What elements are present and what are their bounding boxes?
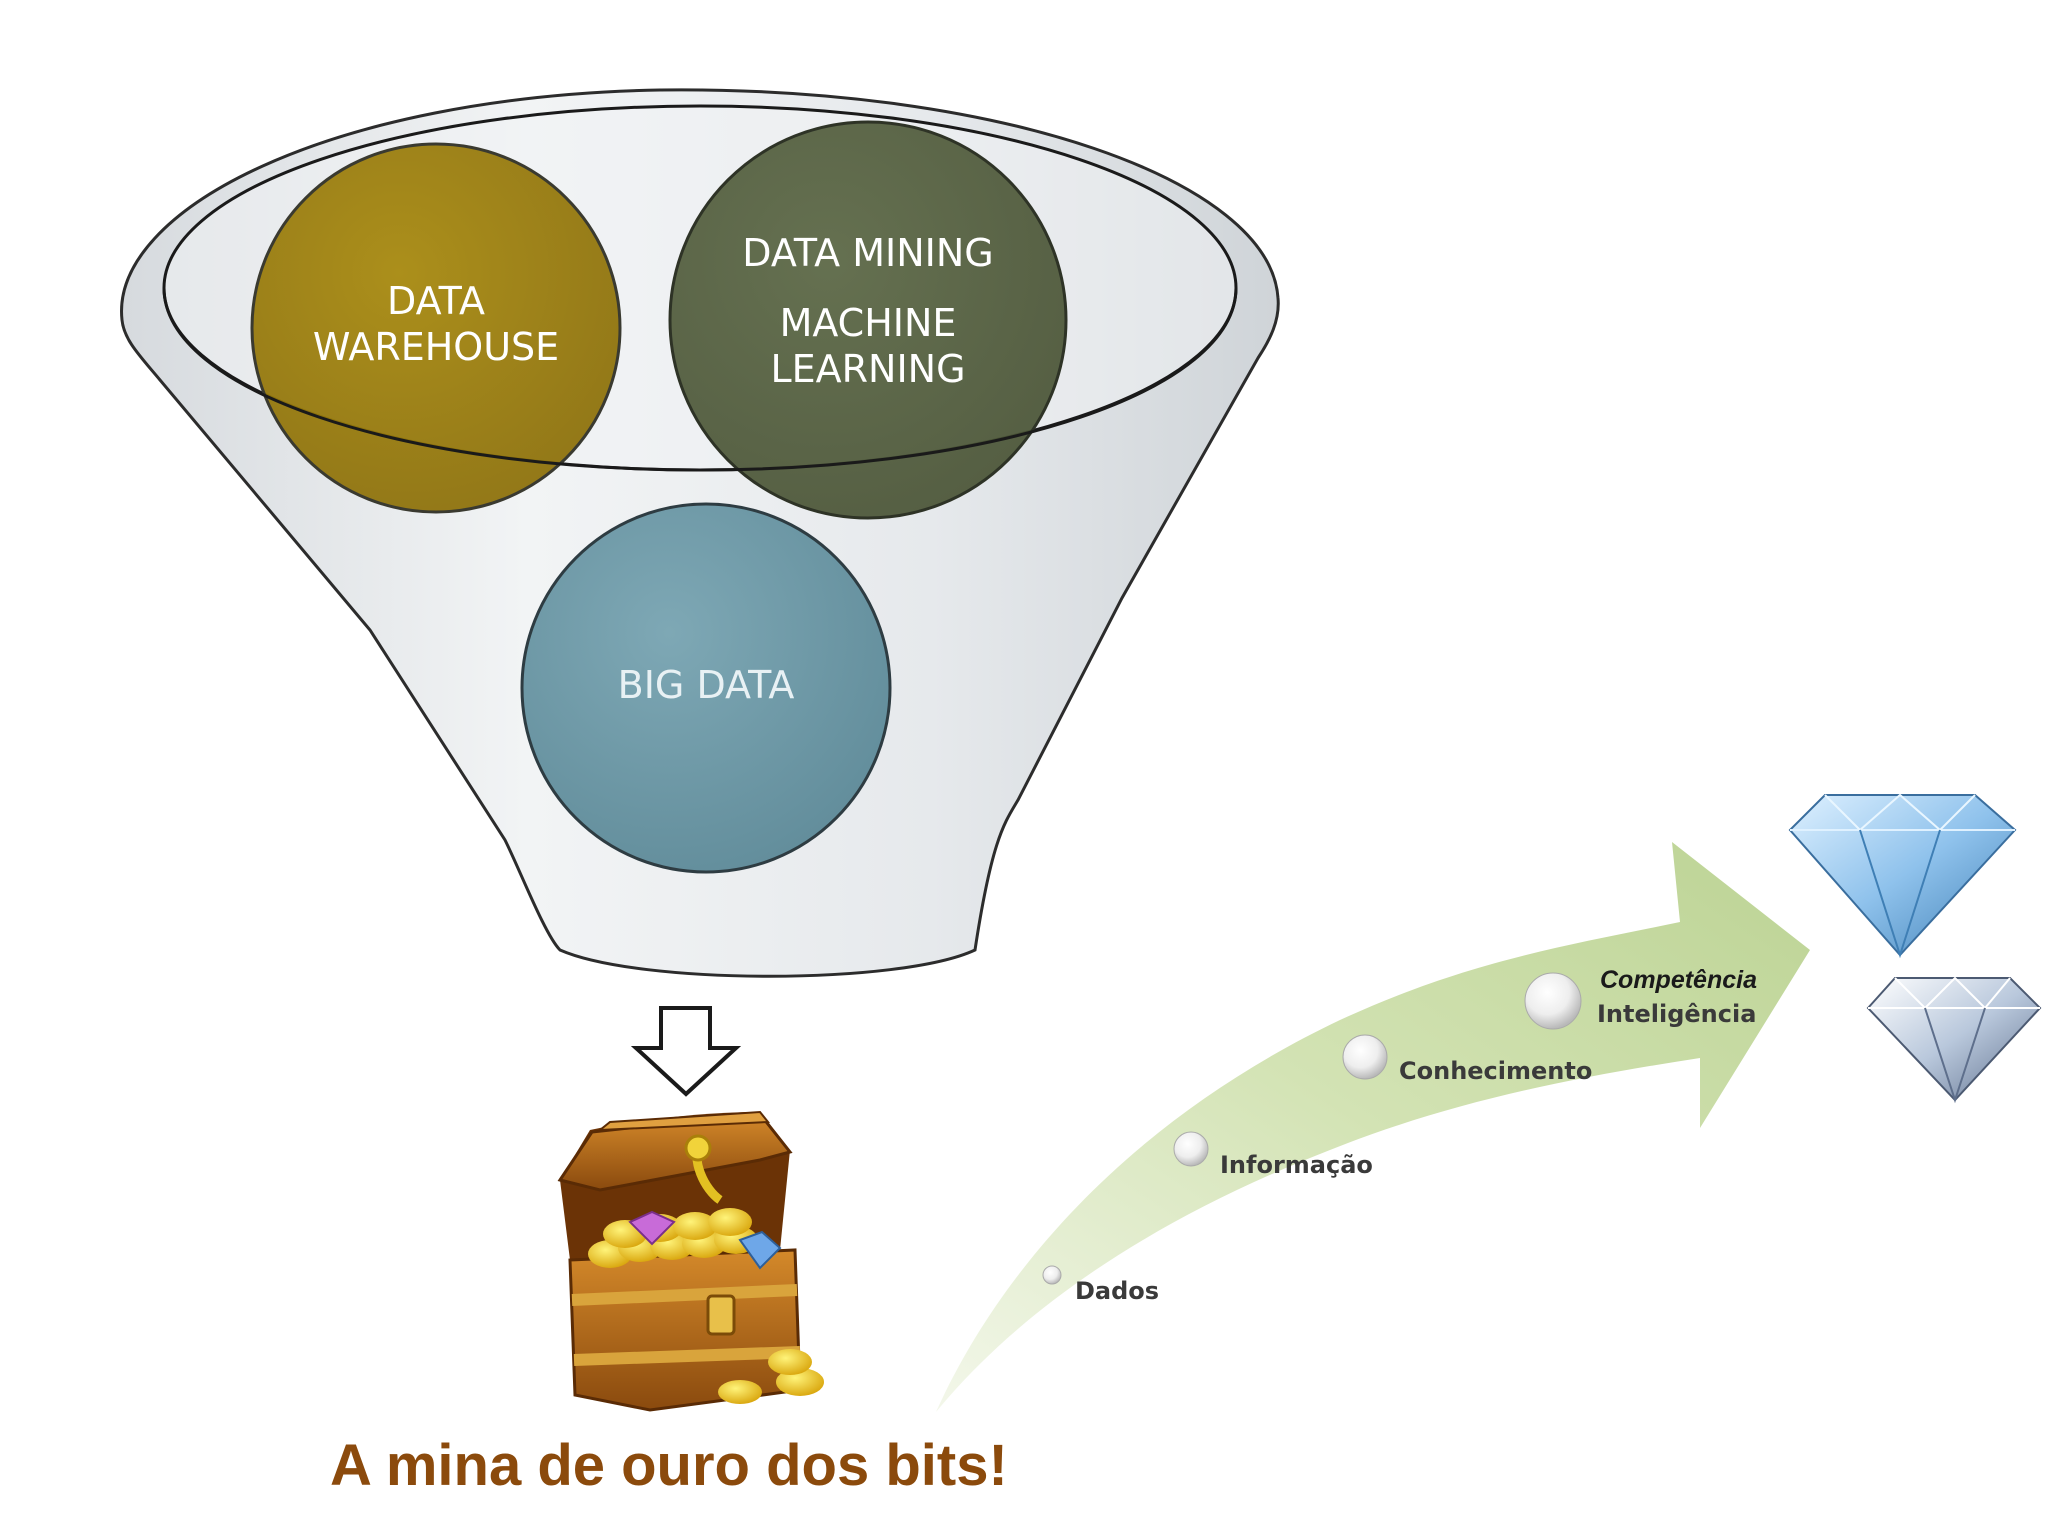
- progression-arrow: [936, 842, 1810, 1412]
- diamond-icon-small: [1866, 976, 2042, 1104]
- data-mining-circle: [668, 120, 1068, 520]
- machine-learning-line-1: MACHINE: [779, 301, 957, 345]
- step-label-informacao: Informação: [1220, 1151, 1373, 1179]
- step-label-conhecimento: Conhecimento: [1399, 1057, 1593, 1085]
- treasure-chest-icon: [557, 1110, 824, 1412]
- big-data-line: BIG DATA: [617, 663, 795, 707]
- step-marker-conhecimento: [1342, 1034, 1388, 1080]
- step-marker-inteligencia: [1524, 972, 1582, 1030]
- machine-learning-line-2: LEARNING: [770, 347, 966, 392]
- step-label-inteligencia: Inteligência: [1597, 1000, 1757, 1028]
- data-warehouse-line-1: DATA: [387, 279, 485, 323]
- step-marker-informacao: [1173, 1131, 1209, 1167]
- data-warehouse-line-2: WAREHOUSE: [312, 325, 560, 370]
- big-data-circle: [520, 502, 892, 874]
- step-label-dados: Dados: [1075, 1277, 1160, 1305]
- data-warehouse-circle: [250, 142, 622, 514]
- step-label-competencia: Competência: [1600, 966, 1757, 994]
- caption: A mina de ouro dos bits!: [330, 1433, 1008, 1498]
- step-marker-dados: [1042, 1265, 1062, 1285]
- data-mining-label: DATA MINING: [742, 230, 993, 276]
- down-arrow-icon: [630, 1006, 742, 1097]
- data-mining-line: DATA MINING: [742, 231, 994, 275]
- diamond-icon: [1788, 793, 2017, 959]
- big-data-label: BIG DATA: [618, 662, 795, 708]
- machine-learning-label: MACHINE LEARNING: [770, 300, 965, 393]
- data-warehouse-label: DATA WAREHOUSE: [313, 278, 559, 371]
- funnel-rim-front: [162, 287, 1238, 472]
